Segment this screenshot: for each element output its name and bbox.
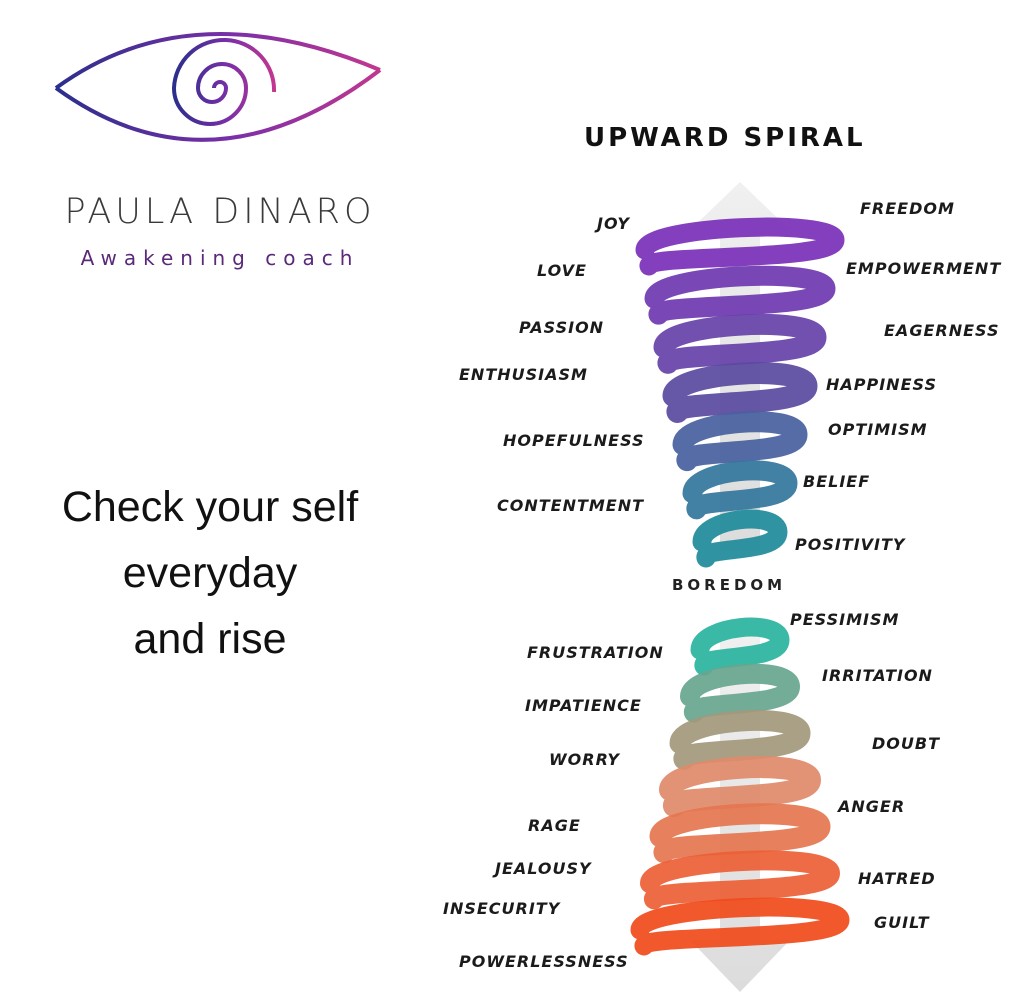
emotion-label: IRRITATION (822, 666, 933, 685)
emotion-label: PESSIMISM (790, 610, 900, 629)
lower-spiral-coils (630, 617, 850, 956)
emotion-label: HOPEFULNESS (503, 431, 645, 450)
emotion-label: CONTENTMENT (497, 496, 645, 515)
brand-subtitle: Awakening coach (80, 246, 360, 270)
spiral-coil (672, 411, 808, 472)
emotion-label: JOY (597, 214, 630, 233)
tagline-line-1: Check your self (61, 483, 359, 531)
spiral-coil (690, 617, 790, 676)
tagline-line-2: everyday (122, 549, 298, 597)
spiral-coil (680, 663, 801, 723)
emotion-label: DOUBT (872, 734, 940, 753)
emotion-label: EAGERNESS (884, 321, 1000, 340)
boredom-label: BOREDOM (672, 576, 787, 594)
spiral-coil (630, 897, 850, 956)
spiral-coil (692, 509, 788, 568)
spiral-coil (649, 803, 831, 864)
emotion-label: HATRED (858, 869, 936, 888)
emotion-label: POWERLESSNESS (459, 952, 629, 971)
emotion-label: HAPPINESS (826, 375, 937, 394)
emotion-label: BELIEF (803, 472, 871, 491)
emotion-label: IMPATIENCE (525, 696, 642, 715)
emotion-label: JEALOUSY (495, 859, 592, 878)
emotion-label: OPTIMISM (828, 420, 928, 439)
emotion-label: LOVE (537, 261, 587, 280)
emotion-label: INSECURITY (443, 899, 561, 918)
emotion-label: FRUSTRATION (527, 643, 664, 662)
spiral-coil (653, 313, 827, 374)
emotion-label: PASSION (519, 318, 605, 337)
tagline: Check your self everyday and rise (10, 474, 410, 672)
emotion-label: POSITIVITY (795, 535, 906, 554)
emotion-label: FREEDOM (860, 199, 955, 218)
spiral-coil (635, 217, 845, 276)
emotion-label: WORRY (549, 750, 621, 769)
emotion-label: ANGER (838, 797, 906, 816)
spiral-graphic (630, 182, 850, 992)
emotion-label: GUILT (874, 913, 930, 932)
tagline-line-3: and rise (133, 615, 287, 663)
spiral-coil (662, 362, 818, 423)
spiral-coil (644, 265, 836, 325)
upper-spiral-coils (635, 217, 845, 568)
spiral-coil (669, 709, 811, 770)
eye-spiral-logo-icon (54, 32, 382, 142)
spiral-coil (659, 756, 822, 817)
brand-name: PAULA DINARO (64, 192, 376, 232)
emotion-label: RAGE (528, 816, 581, 835)
emotion-label: ENTHUSIASM (459, 365, 588, 384)
emotion-label: EMPOWERMENT (846, 259, 1002, 278)
spiral-title: UPWARD SPIRAL (584, 123, 866, 153)
spiral-coil (640, 850, 841, 910)
spiral-coil (682, 460, 798, 520)
